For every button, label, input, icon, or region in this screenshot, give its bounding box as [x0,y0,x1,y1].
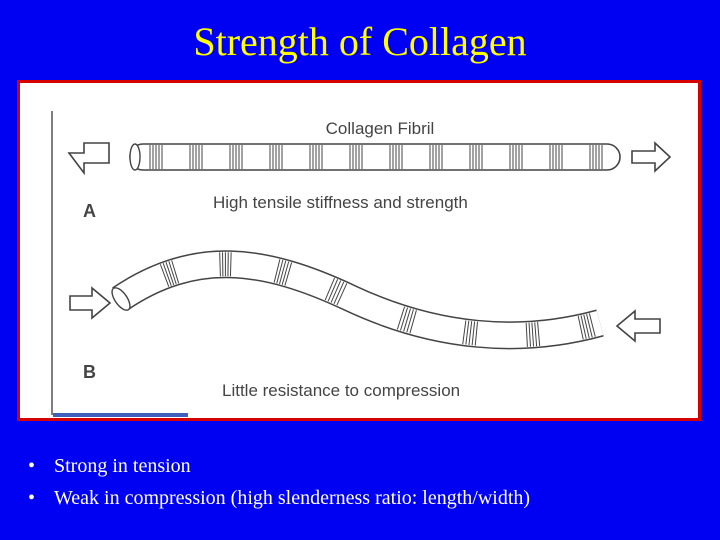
bullet-item: Weak in compression (high slenderness ra… [28,482,708,514]
fibril-heading: Collagen Fibril [326,119,435,138]
panel-b-letter: B [83,362,96,382]
panel-a-letter: A [83,201,96,221]
panel-b-caption: Little resistance to compression [222,381,460,400]
tension-arrow-left-icon [67,142,110,176]
tension-arrow-right-icon [631,141,672,173]
bullet-list: Strong in tension Weak in compression (h… [28,450,708,514]
collagen-figure: Collagen Fibril A High tensile stiffness… [17,80,701,421]
slide-title: Strength of Collagen [193,19,527,64]
bent-fibril [111,250,604,350]
corner-bar [53,413,188,417]
straight-fibril [129,143,621,171]
bullet-item: Strong in tension [28,450,708,482]
compression-arrow-left-icon [69,286,112,320]
collagen-diagram: Collagen Fibril A High tensile stiffness… [51,111,672,417]
panel-a-caption: High tensile stiffness and strength [213,193,468,212]
compression-arrow-right-icon [615,309,661,343]
